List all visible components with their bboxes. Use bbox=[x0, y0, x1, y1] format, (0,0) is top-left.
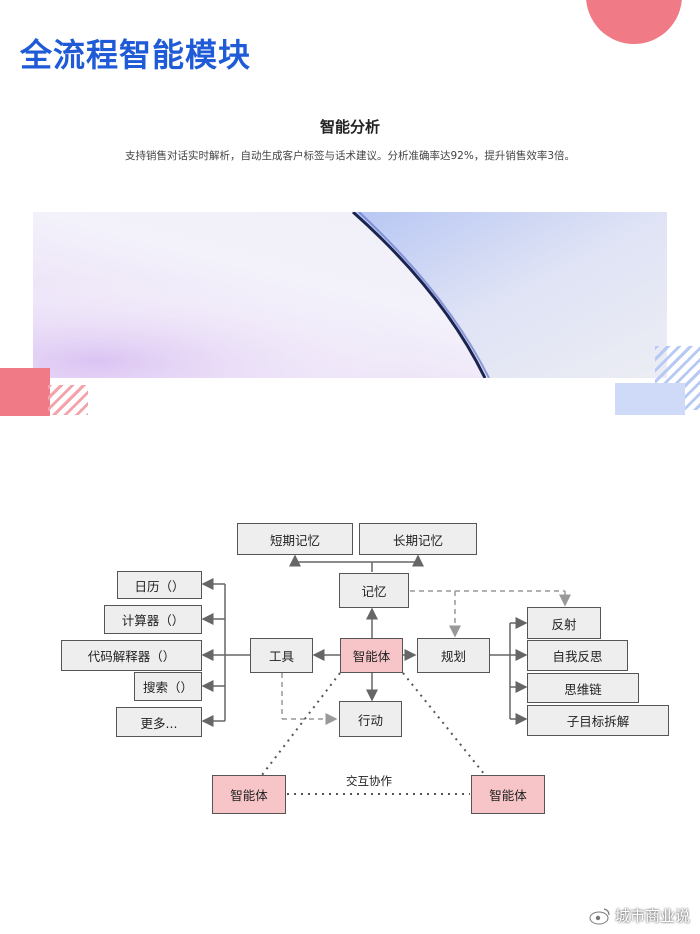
watermark-text: 城市商业说 bbox=[614, 907, 690, 925]
section-heading: 智能分析 bbox=[319, 118, 380, 136]
node-agent-left: 智能体 bbox=[212, 775, 286, 814]
node-short-term-memory: 短期记忆 bbox=[237, 523, 353, 555]
decorative-stripes-left bbox=[48, 385, 88, 415]
node-calendar: 日历（） bbox=[117, 571, 202, 599]
interaction-label: 交互协作 bbox=[346, 774, 392, 788]
node-tools: 工具 bbox=[250, 638, 313, 673]
hero-gradient-image bbox=[33, 212, 667, 378]
watermark: 城市商业说 bbox=[589, 905, 690, 926]
node-more: 更多... bbox=[116, 707, 202, 737]
node-reflection: 反射 bbox=[527, 607, 601, 639]
node-memory: 记忆 bbox=[339, 573, 409, 608]
node-action: 行动 bbox=[339, 701, 402, 737]
node-long-term-memory: 长期记忆 bbox=[359, 523, 477, 555]
node-code-interpreter: 代码解释器（） bbox=[61, 640, 202, 671]
node-subgoal-decomposition: 子目标拆解 bbox=[527, 705, 669, 736]
decorative-pink-block bbox=[0, 368, 50, 416]
node-planning: 规划 bbox=[417, 638, 490, 673]
node-search: 搜索（） bbox=[134, 672, 202, 701]
node-chain-of-thought: 思维链 bbox=[527, 673, 639, 703]
section-description: 支持销售对话实时解析，自动生成客户标签与话术建议。分析准确率达92%，提升销售效… bbox=[124, 150, 576, 162]
weibo-icon bbox=[589, 907, 610, 924]
node-self-reflection: 自我反思 bbox=[527, 640, 628, 671]
node-agent-center: 智能体 bbox=[340, 638, 403, 673]
page-title: 全流程智能模块 bbox=[20, 36, 252, 74]
node-agent-right: 智能体 bbox=[471, 775, 545, 814]
node-calculator: 计算器（） bbox=[104, 605, 202, 634]
decorative-blue-block bbox=[615, 383, 685, 415]
